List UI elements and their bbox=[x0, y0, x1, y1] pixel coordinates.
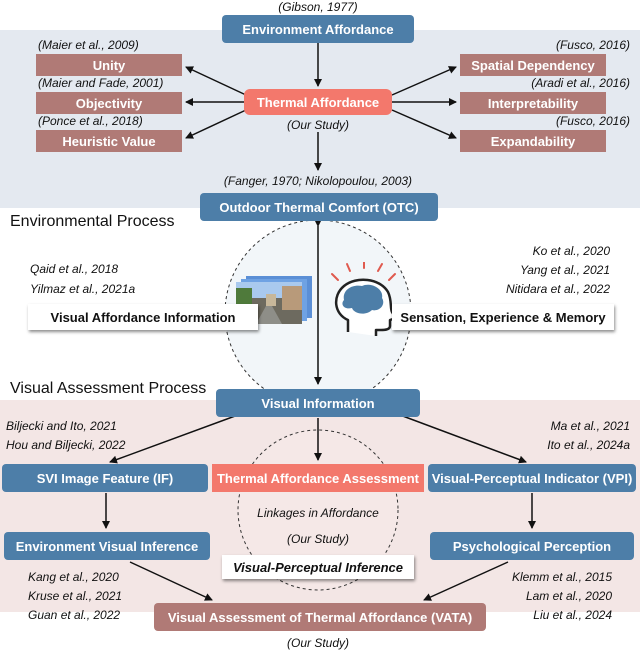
env-right-citation: Nitidara et al., 2022 bbox=[505, 282, 610, 296]
env-right-citation: Ko et al., 2020 bbox=[532, 244, 610, 258]
left-item-citation: (Maier et al., 2009) bbox=[38, 38, 139, 52]
interpretability-box: Interpretability bbox=[460, 92, 606, 114]
our-study-citation: (Our Study) bbox=[286, 118, 349, 132]
bottom-left-citation: Kruse et al., 2021 bbox=[28, 589, 123, 603]
heuristic-value-box: Heuristic Value bbox=[36, 130, 182, 152]
bottom-left-citation: Guan et al., 2022 bbox=[28, 608, 121, 622]
env-left-citation: Yilmaz et al., 2021a bbox=[30, 282, 136, 296]
left-item-citation: (Maier and Fade, 2001) bbox=[38, 76, 164, 90]
otc-box: Outdoor Thermal Comfort (OTC) bbox=[200, 193, 438, 221]
visual-perceptual-inference-box: Visual-Perceptual Inference bbox=[222, 555, 414, 579]
gibson-citation: (Gibson, 1977) bbox=[278, 0, 358, 14]
unity-box: Unity bbox=[36, 54, 182, 76]
psychological-perception-box: Psychological Perception bbox=[430, 532, 634, 560]
environment-affordance-box: Environment Affordance bbox=[222, 15, 414, 43]
visual-left-citation: Hou and Biljecki, 2022 bbox=[6, 438, 126, 452]
env-left-citation: Qaid et al., 2018 bbox=[30, 262, 119, 276]
visual-right-citation: Ito et al., 2024a bbox=[547, 438, 630, 452]
sensation-experience-memory-box: Sensation, Experience & Memory bbox=[392, 304, 614, 330]
vata-box: Visual Assessment of Thermal Affordance … bbox=[154, 603, 486, 631]
left-item-citation: (Ponce et al., 2018) bbox=[38, 114, 143, 128]
visual-affordance-information-box: Visual Affordance Information bbox=[28, 304, 258, 330]
environment-visual-inference-box: Environment Visual Inference bbox=[4, 532, 210, 560]
right-item-citation: (Fusco, 2016) bbox=[555, 38, 630, 52]
expandability-box: Expandability bbox=[460, 130, 606, 152]
bottom-right-citation: Lam et al., 2020 bbox=[525, 589, 612, 603]
bottom-right-citation: Klemm et al., 2015 bbox=[511, 570, 612, 584]
objectivity-box: Objectivity bbox=[36, 92, 182, 114]
visual-assessment-process-title: Visual Assessment Process bbox=[10, 380, 207, 397]
visual-left-citation: Biljecki and Ito, 2021 bbox=[6, 419, 117, 433]
environmental-process-title: Environmental Process bbox=[10, 213, 175, 230]
linkages-label: Linkages in Affordance bbox=[257, 506, 379, 520]
otc-citation: (Fanger, 1970; Nikolopoulou, 2003) bbox=[223, 174, 413, 188]
visual-perceptual-indicator-box: Visual-Perceptual Indicator (VPI) bbox=[428, 464, 636, 492]
bottom-left-citation: Kang et al., 2020 bbox=[28, 570, 119, 584]
env-right-citation: Yang et al., 2021 bbox=[520, 263, 610, 277]
right-item-citation: (Aradi et al., 2016) bbox=[531, 76, 630, 90]
visual-right-citation: Ma et al., 2021 bbox=[550, 419, 630, 433]
brain-head-icon bbox=[331, 262, 398, 336]
visual-information-box: Visual Information bbox=[216, 389, 420, 417]
right-item-citation: (Fusco, 2016) bbox=[555, 114, 630, 128]
svi-image-feature-box: SVI Image Feature (IF) bbox=[2, 464, 208, 492]
linkages-our-study: (Our Study) bbox=[286, 532, 349, 546]
bottom-right-citation: Liu et al., 2024 bbox=[533, 608, 612, 622]
vata-our-study: (Our Study) bbox=[286, 636, 349, 650]
thermal-affordance-assessment-box: Thermal Affordance Assessment bbox=[212, 464, 424, 492]
thermal-affordance-box: Thermal Affordance bbox=[244, 89, 392, 115]
spatial-dependency-box: Spatial Dependency bbox=[460, 54, 606, 76]
